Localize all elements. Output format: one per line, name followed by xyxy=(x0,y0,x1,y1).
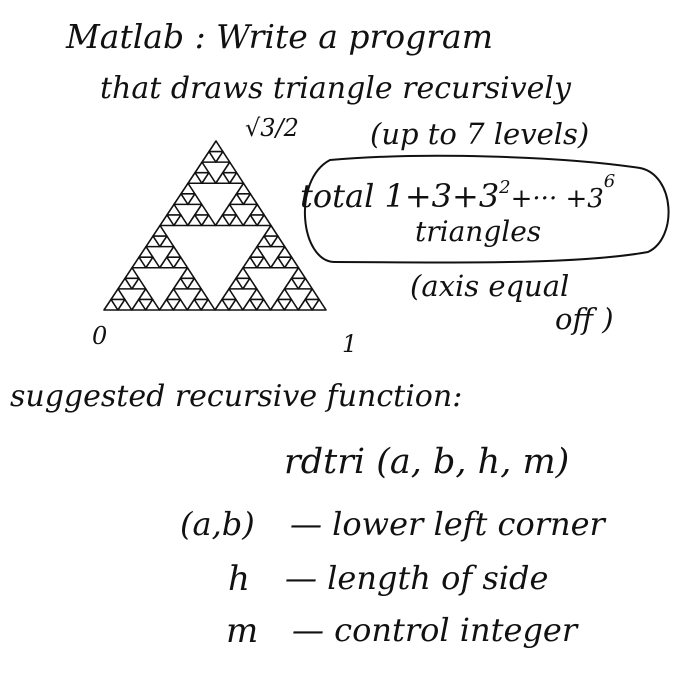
inner-triangle xyxy=(249,256,265,269)
inner-triangle xyxy=(152,235,168,248)
function-title: suggested recursive function: xyxy=(10,379,463,414)
right-label: 1 xyxy=(342,330,358,358)
inner-triangle xyxy=(110,298,126,311)
inner-triangle xyxy=(263,235,279,248)
exponent-2: 2 xyxy=(499,176,511,198)
inner-triangle xyxy=(249,214,265,227)
inner-triangle xyxy=(193,214,210,227)
notes-bubble xyxy=(303,154,670,264)
inner-triangle xyxy=(221,214,238,227)
apex-label: √3/2 xyxy=(245,114,299,142)
sierpinski-triangles xyxy=(103,140,327,311)
total-prefix: total 1+3+3 xyxy=(300,177,500,215)
inner-triangle xyxy=(221,298,237,311)
param-desc-h: — length of side xyxy=(285,559,549,597)
inner-triangle xyxy=(276,256,293,269)
exponent-6: 6 xyxy=(603,170,616,192)
inner-triangle xyxy=(193,298,209,311)
inner-triangle xyxy=(304,298,320,311)
axis-note: (axis equal xyxy=(410,269,570,303)
inner-triangle xyxy=(208,150,224,163)
inner-triangle xyxy=(221,171,238,185)
triangles-word: triangles xyxy=(415,215,542,248)
inner-triangle xyxy=(166,214,182,227)
inner-triangle xyxy=(235,193,252,206)
header-line-1: Matlab : Write a program xyxy=(66,17,494,56)
inner-triangle xyxy=(235,277,251,290)
origin-label: 0 xyxy=(92,322,108,350)
inner-triangle xyxy=(194,171,210,185)
levels-note: (up to 7 levels) xyxy=(370,117,590,151)
inner-triangle xyxy=(124,277,140,290)
inner-triangle xyxy=(165,298,182,311)
param-desc-ab: — lower left corner xyxy=(290,505,605,543)
inner-triangle xyxy=(137,298,154,311)
header-line-2: that draws triangle recursively xyxy=(100,71,571,106)
param-desc-m: — control integer xyxy=(292,611,578,649)
total-mid: +··· +3 xyxy=(510,184,604,214)
param-name-m: m xyxy=(226,611,259,651)
inner-triangle xyxy=(138,256,154,269)
inner-triangle xyxy=(165,256,182,269)
inner-triangle xyxy=(276,298,293,311)
param-name-h: h xyxy=(228,559,250,599)
inner-triangle xyxy=(180,193,196,206)
param-name-ab: (a,b) xyxy=(180,505,255,543)
off-note: off ) xyxy=(555,302,614,336)
function-signature: rdtri (a, b, h, m) xyxy=(284,442,570,482)
inner-triangle xyxy=(290,277,307,290)
total-formula: total 1+3+32+··· +36 xyxy=(300,172,615,215)
inner-triangle xyxy=(179,277,196,290)
inner-triangle xyxy=(248,298,265,311)
